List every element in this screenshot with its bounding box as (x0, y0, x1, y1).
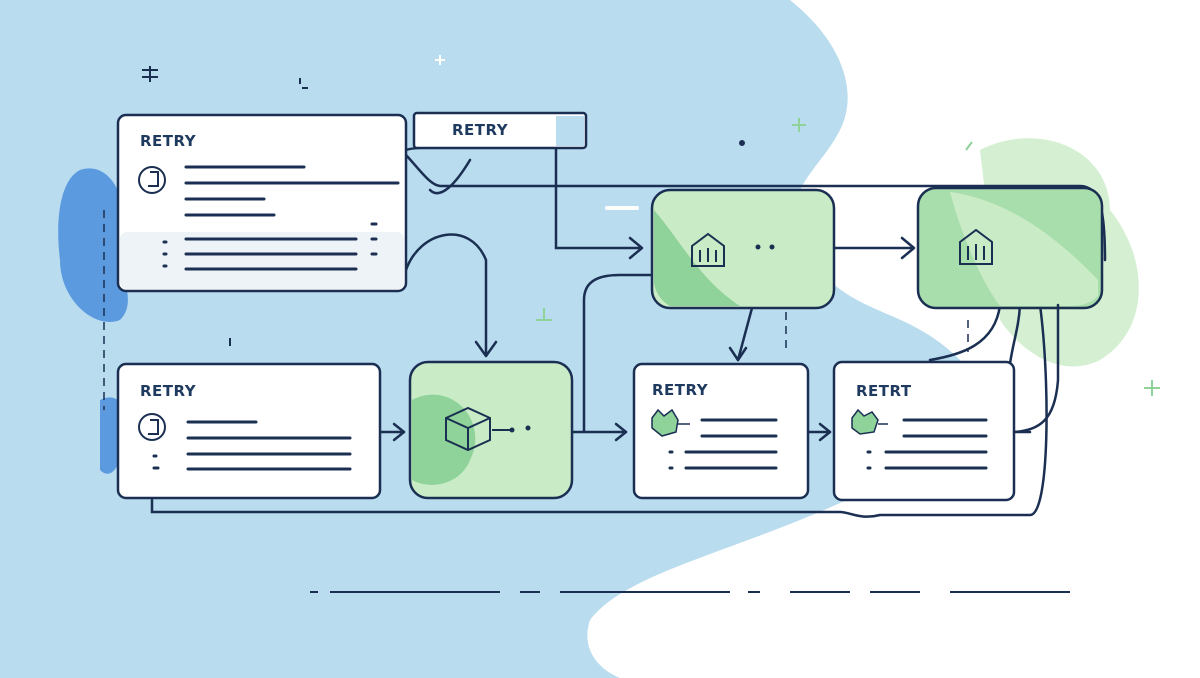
accent-blob-left (58, 168, 128, 322)
cat-face-icon (851, 408, 888, 435)
cat-face-icon (651, 408, 690, 437)
building-icon (959, 228, 993, 265)
arrowheads (392, 236, 916, 442)
decor-green (536, 118, 1160, 396)
card-bottom-mid-lines (668, 418, 778, 470)
card-bottom-left-lines (152, 420, 352, 471)
gear-icon (138, 413, 166, 441)
card-bottom-right-title: RETRT (856, 382, 912, 400)
dashed-guides (103, 210, 969, 410)
cube-icon (445, 406, 491, 452)
header-tab[interactable]: RETRY (412, 111, 588, 150)
building-icon (691, 232, 725, 267)
green-box-cube[interactable] (408, 360, 574, 500)
connectors (150, 138, 1107, 518)
card-top-left-lines (162, 165, 400, 271)
green-box-mid[interactable] (650, 188, 836, 310)
sparkle-icon (435, 55, 445, 65)
card-top-left-title: RETRY (140, 132, 197, 150)
card-bottom-right-lines (866, 418, 988, 470)
card-top-left[interactable]: RETRY (116, 113, 408, 293)
card-bottom-left-title: RETRY (140, 382, 197, 400)
header-tab-title: RETRY (452, 121, 509, 139)
card-bottom-left[interactable]: RETRY (116, 362, 382, 500)
green-box-right[interactable] (916, 186, 1104, 310)
card-bottom-mid[interactable]: RETRY (632, 362, 810, 500)
card-bottom-mid-title: RETRY (652, 381, 709, 399)
gear-icon (138, 166, 166, 194)
card-bottom-right[interactable]: RETRT (832, 360, 1016, 502)
return-connectors (1012, 303, 1060, 434)
